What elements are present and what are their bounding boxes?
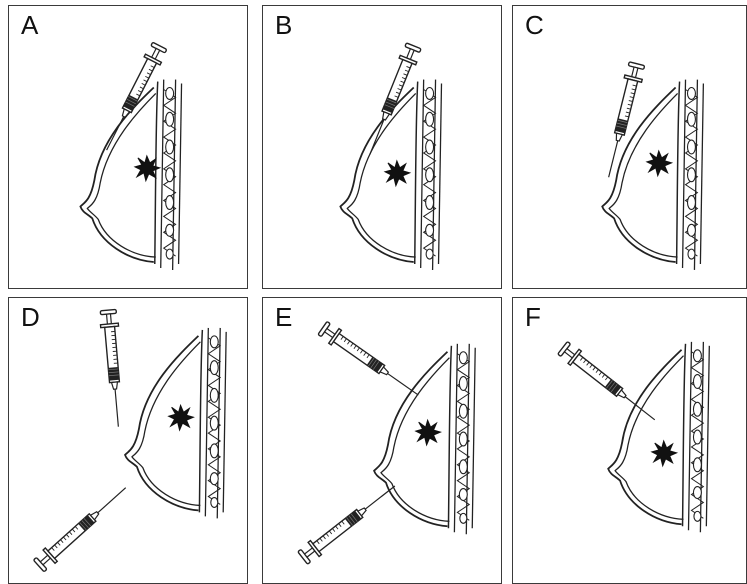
- panel-a: A: [8, 5, 248, 289]
- panel-c-illustration: [513, 6, 746, 288]
- panel-label: C: [525, 12, 544, 38]
- tumor-mass: [169, 405, 194, 430]
- panel-label: A: [21, 12, 38, 38]
- tumor-mass: [416, 420, 441, 445]
- syringe: [600, 62, 646, 180]
- panel-label: D: [21, 304, 40, 330]
- syringe: [297, 479, 400, 565]
- panel-b: B: [262, 5, 502, 289]
- panel-e-illustration: [263, 298, 501, 583]
- panel-a-illustration: [9, 6, 247, 288]
- panel-d-illustration: [9, 298, 247, 583]
- panel-label: F: [525, 304, 541, 330]
- tumor-mass: [647, 151, 672, 176]
- syringe: [33, 481, 132, 573]
- breast-diagram: [608, 342, 709, 532]
- panel-d: D: [8, 297, 248, 584]
- syringe: [362, 43, 422, 158]
- panel-e: E: [262, 297, 502, 584]
- panel-f: F: [512, 297, 747, 584]
- syringe: [317, 321, 423, 403]
- syringe: [99, 309, 127, 427]
- panel-label: E: [275, 304, 292, 330]
- tumor-mass: [385, 161, 410, 186]
- panel-label: B: [275, 12, 292, 38]
- panel-c: C: [512, 5, 747, 289]
- breast-diagram: [602, 80, 703, 270]
- panel-b-illustration: [263, 6, 501, 288]
- syringe: [557, 341, 660, 427]
- panel-f-illustration: [513, 298, 746, 583]
- tumor-mass: [652, 441, 677, 466]
